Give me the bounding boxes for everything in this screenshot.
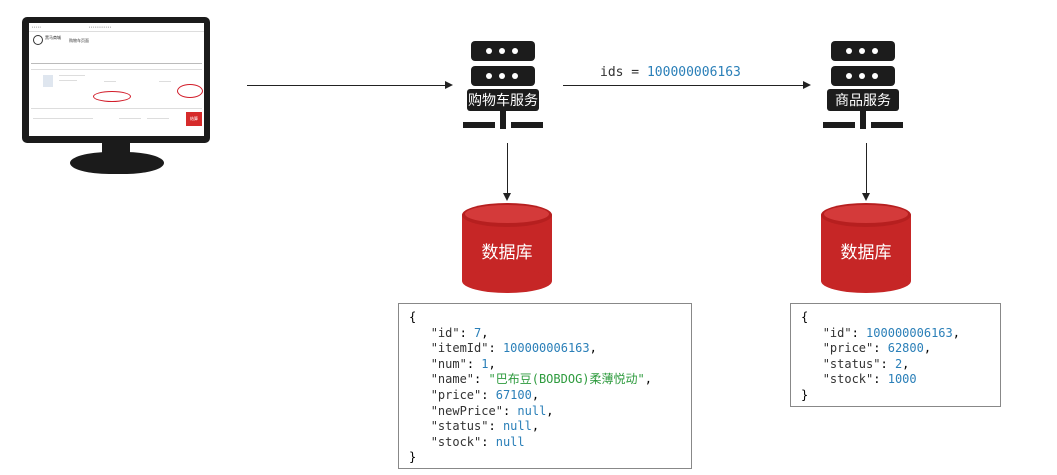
ids-key: ids = bbox=[600, 65, 647, 80]
record-field: "stock": 1000 bbox=[822, 372, 917, 387]
mini-price-highlight bbox=[93, 91, 131, 102]
brace-close: } bbox=[801, 387, 809, 402]
mini-title: 购物车页面 bbox=[69, 38, 89, 43]
field-value: 1 bbox=[481, 356, 489, 371]
request-arrow-head bbox=[445, 81, 453, 89]
mini-price-text bbox=[104, 81, 116, 82]
monitor-base bbox=[70, 152, 164, 174]
field-value: 62800 bbox=[887, 341, 924, 356]
brace-open: { bbox=[801, 310, 809, 324]
field-key: "newPrice" bbox=[430, 403, 503, 418]
field-key: "num" bbox=[430, 356, 467, 371]
record-field: "price": 67100, bbox=[430, 387, 540, 402]
field-key: "stock" bbox=[822, 372, 874, 387]
field-key: "status" bbox=[822, 356, 881, 371]
record-field: "price": 62800, bbox=[822, 341, 932, 356]
record-field: "id": 100000006163, bbox=[822, 325, 960, 340]
record-field: "stock": null bbox=[430, 434, 525, 449]
field-key: "itemId" bbox=[430, 341, 489, 356]
field-value: 7 bbox=[474, 325, 482, 340]
item-database-label: 数据库 bbox=[840, 243, 892, 262]
item-db-arrow-line bbox=[866, 143, 867, 193]
ids-value: 100000006163 bbox=[646, 65, 741, 80]
record-field: "name": "巴布豆(BOBDOG)柔薄悦动", bbox=[430, 372, 652, 387]
item-service-label: 商品服务 bbox=[827, 89, 899, 111]
field-key: "id" bbox=[822, 325, 852, 340]
mini-subtotal-text bbox=[159, 81, 171, 82]
ids-label: ids = 100000006163 bbox=[600, 65, 741, 80]
mini-divider bbox=[31, 69, 202, 70]
field-value: 100000006163 bbox=[866, 325, 953, 340]
item-database-icon: 数据库 bbox=[821, 203, 911, 293]
cart-database-label: 数据库 bbox=[481, 243, 533, 262]
item-service-server-icon: 商品服务 bbox=[823, 40, 903, 130]
record-field: "status": null, bbox=[430, 419, 540, 434]
record-field: "id": 7, bbox=[430, 325, 489, 340]
cart-database-icon: 数据库 bbox=[462, 203, 552, 293]
brace-open: { bbox=[409, 310, 417, 324]
server-unit bbox=[831, 66, 895, 86]
mini-checkout-button: 结算 bbox=[186, 112, 202, 126]
field-value: 2 bbox=[894, 356, 903, 371]
item-db-arrow-head bbox=[862, 193, 870, 201]
mini-divider bbox=[31, 108, 202, 109]
request-arrow-line bbox=[247, 85, 445, 86]
mini-table-header bbox=[31, 57, 202, 64]
brace-close: } bbox=[409, 450, 417, 465]
mini-topbar: ▪ ▪ ▪ ▪ ▪ ▪ ▪ ▪ ▪ ▪ ▪ ▪ ▪ ▪ ▪ ▪ ▪ bbox=[29, 23, 204, 32]
record-field: "itemId": 100000006163, bbox=[430, 341, 597, 356]
mini-footer-text bbox=[147, 118, 169, 119]
cart-service-label: 购物车服务 bbox=[467, 89, 539, 111]
item-record-box: { "id": 100000006163, "price": 62800, "s… bbox=[790, 303, 1001, 407]
mini-product-text bbox=[59, 80, 77, 81]
field-value: "巴布豆(BOBDOG)柔薄悦动" bbox=[488, 372, 645, 387]
field-key: "price" bbox=[430, 387, 482, 402]
cart-db-arrow-head bbox=[503, 193, 511, 201]
field-value: null bbox=[517, 403, 547, 418]
field-key: "id" bbox=[430, 325, 460, 340]
field-key: "stock" bbox=[430, 434, 482, 449]
server-unit bbox=[831, 41, 895, 61]
cart-page-screenshot: ▪ ▪ ▪ ▪ ▪ ▪ ▪ ▪ ▪ ▪ ▪ ▪ ▪ ▪ ▪ ▪ ▪ 黑马商城 购… bbox=[29, 23, 204, 136]
field-value: 100000006163 bbox=[502, 341, 590, 356]
record-field: "num": 1, bbox=[430, 356, 496, 371]
mini-product-text bbox=[59, 75, 85, 76]
mini-footer-text bbox=[119, 118, 141, 119]
field-value: 67100 bbox=[495, 387, 532, 402]
field-value: 1000 bbox=[887, 372, 917, 387]
server-unit bbox=[471, 41, 535, 61]
field-key: "status" bbox=[430, 419, 489, 434]
cart-service-server-icon: 购物车服务 bbox=[463, 40, 543, 130]
mini-logo-icon bbox=[33, 35, 43, 45]
field-value: null bbox=[495, 434, 525, 449]
mini-status-highlight bbox=[177, 84, 203, 98]
field-key: "price" bbox=[822, 341, 874, 356]
mini-footer-text bbox=[33, 118, 93, 119]
mini-brand: 黑马商城 bbox=[45, 35, 61, 40]
server-unit bbox=[471, 66, 535, 86]
field-value: null bbox=[502, 419, 532, 434]
field-key: "name" bbox=[430, 372, 475, 387]
ids-arrow-line bbox=[563, 85, 803, 86]
cart-db-arrow-line bbox=[507, 143, 508, 193]
mini-product-image bbox=[43, 75, 53, 87]
record-field: "status": 2, bbox=[822, 356, 910, 371]
ids-arrow-head bbox=[803, 81, 811, 89]
cart-record-box: { "id": 7, "itemId": 100000006163, "num"… bbox=[398, 303, 692, 469]
record-field: "newPrice": null, bbox=[430, 403, 554, 418]
